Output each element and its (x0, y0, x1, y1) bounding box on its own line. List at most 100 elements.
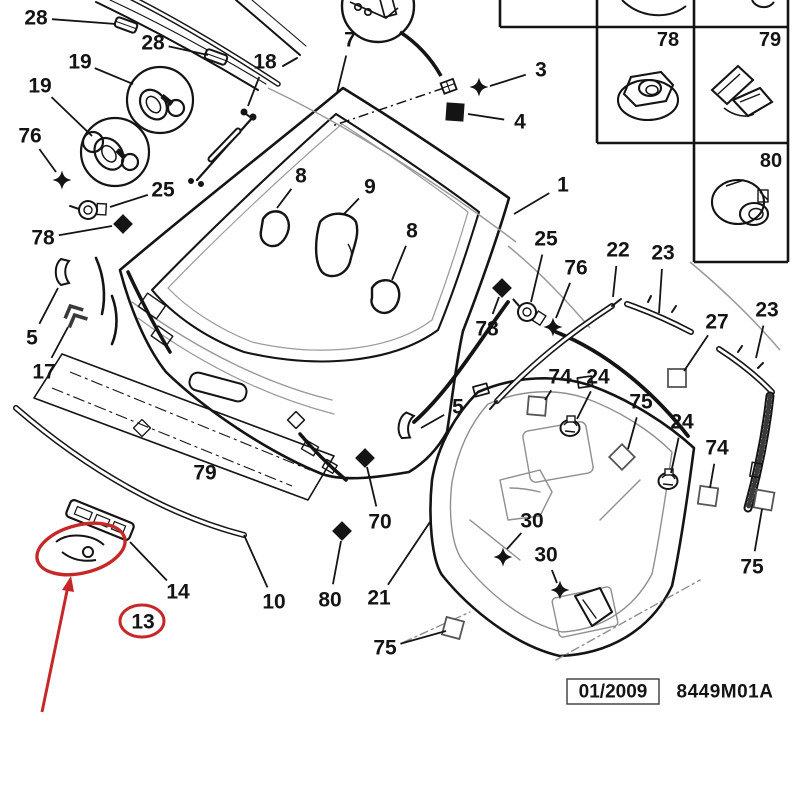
part-label-19: 19 (28, 75, 51, 98)
leader-line (243, 534, 269, 588)
ball-stud-marker (240, 108, 255, 121)
part-label-75: 75 (373, 637, 397, 660)
black-diamond-marker (355, 448, 375, 468)
reference-date: 01/2009 (579, 682, 648, 703)
leader-line (670, 437, 680, 474)
leader-line (489, 73, 527, 87)
black-square-marker (445, 102, 465, 122)
leader-line (544, 389, 553, 401)
body-aperture-gray-lines (267, 87, 781, 351)
leader-line (276, 188, 293, 209)
part-label-8: 8 (406, 220, 418, 243)
part-label-21: 21 (367, 587, 391, 610)
part-label-78: 78 (31, 227, 55, 250)
leader-line (513, 192, 550, 215)
part-label-7: 7 (344, 29, 356, 52)
leader-line (50, 326, 69, 359)
leader-lines (38, 18, 765, 645)
leader-line (467, 113, 505, 121)
part-label-75: 75 (629, 391, 653, 414)
leader-line (51, 18, 117, 25)
legend-grid (498, 0, 790, 264)
leader-line (506, 532, 523, 550)
mini-clip-marker (439, 77, 458, 95)
licence-lamp-part-drawing (55, 534, 105, 562)
part-label-76: 76 (564, 257, 587, 280)
leader-line (168, 45, 209, 56)
white-square-marker (752, 488, 776, 512)
adhesive-pad-drawings (259, 210, 401, 315)
tailgate-upper-drawing (118, 86, 511, 482)
part-label-1: 1 (557, 174, 569, 197)
clip3d-marker (657, 468, 679, 490)
leader-line (366, 466, 378, 507)
grommet-drawing (710, 178, 770, 227)
part-label-22: 22 (606, 239, 629, 262)
part-label-24: 24 (586, 366, 610, 389)
part-label-79: 79 (193, 462, 216, 485)
star4-marker (469, 77, 489, 97)
black-diamond-marker (492, 278, 512, 298)
star4-marker (550, 580, 570, 600)
legend-label-78: 78 (657, 29, 679, 51)
part-label-28: 28 (141, 32, 165, 55)
leader-line (683, 334, 709, 372)
highlight-circle-13 (118, 603, 166, 639)
part-label-19: 19 (68, 51, 91, 74)
leader-line (94, 67, 134, 85)
leader-line (387, 521, 431, 586)
black-diamond-marker (113, 214, 133, 234)
clip-rect-marker (113, 16, 139, 34)
leader-line (612, 265, 618, 298)
part-label-13: 13 (131, 611, 154, 634)
leader-line (551, 569, 558, 584)
leader-line (247, 76, 261, 107)
bracket-clip-marker (54, 257, 71, 287)
part-label-5: 5 (26, 327, 38, 350)
flange-nut-drawing (616, 70, 680, 122)
leader-line (58, 225, 113, 237)
leader-line (576, 390, 592, 420)
part-label-23: 23 (651, 242, 674, 265)
part-label-30: 30 (534, 544, 557, 567)
star4-marker (52, 170, 72, 190)
part-label-30: 30 (520, 510, 543, 533)
lower-panel-79-drawing (33, 353, 335, 501)
reference-date-box (566, 678, 660, 705)
leader-line (332, 540, 342, 585)
white-square-marker (696, 484, 720, 508)
white-square-marker (526, 395, 548, 417)
leader-line (400, 630, 447, 645)
leader-line (491, 296, 500, 315)
part-label-74: 74 (548, 366, 572, 389)
gas-strut-drawing (188, 113, 257, 187)
part-label-70: 70 (368, 511, 391, 534)
black-diamond-marker (332, 521, 352, 541)
leader-line (129, 541, 168, 582)
legend-label-79: 79 (759, 29, 781, 51)
part-label-74: 74 (705, 437, 729, 460)
part-label-23: 23 (755, 299, 778, 322)
part-label-10: 10 (262, 591, 285, 614)
part-label-3: 3 (535, 59, 547, 82)
chevrons-marker (63, 303, 88, 329)
part-label-17: 17 (32, 361, 55, 384)
leader-line (420, 414, 445, 429)
leader-line (555, 282, 571, 319)
leader-line (530, 254, 544, 303)
spoiler-clip-drawing (710, 64, 774, 118)
part-label-27: 27 (705, 311, 728, 334)
leader-line (391, 245, 407, 281)
highlight-ellipse (35, 521, 127, 577)
leader-line (755, 325, 765, 359)
leader-line (343, 197, 360, 215)
part-label-76: 76 (18, 125, 41, 148)
reference-code: 8449M01A (677, 682, 774, 703)
leader-line (38, 287, 59, 325)
side-rail-drawings (489, 295, 775, 513)
tailgate-lower-21-drawing (403, 375, 701, 661)
part-label-4: 4 (514, 111, 526, 134)
part-label-25: 25 (534, 228, 558, 251)
